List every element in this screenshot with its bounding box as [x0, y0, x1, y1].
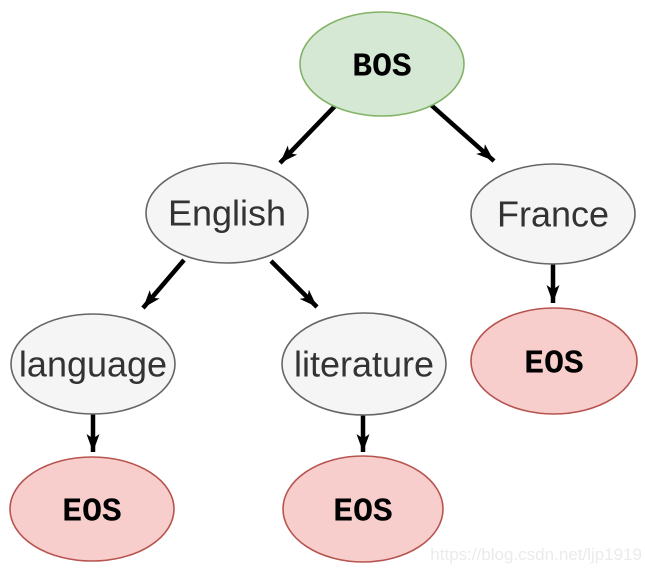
node-france-label: France [497, 194, 609, 235]
node-language-label: language [19, 344, 167, 385]
node-eos-language-shape [9, 456, 175, 562]
node-france-shape [470, 163, 636, 265]
node-english: English [145, 162, 309, 264]
node-eos-literature-label: EOS [333, 494, 392, 531]
node-literature-label: literature [294, 344, 434, 385]
node-bos-shape [299, 11, 465, 117]
node-english-label: English [168, 193, 286, 234]
node-eos-language-label: EOS [62, 494, 121, 531]
edge-english-literature [269, 259, 319, 309]
node-eos-france: EOS [470, 307, 638, 415]
node-eos-france-shape [470, 307, 638, 415]
edge-bos-france [428, 102, 496, 163]
edge-english-language [141, 258, 186, 310]
node-language: language [10, 313, 176, 415]
node-literature-shape [281, 312, 447, 416]
node-eos-literature: EOS [282, 455, 444, 563]
node-france: France [470, 163, 636, 265]
node-english-shape [145, 162, 309, 264]
edge-group [86, 102, 560, 452]
watermark: https://blog.csdn.net/ljp1919 [430, 545, 642, 564]
node-eos-france-label: EOS [524, 346, 583, 383]
node-literature: literature [281, 312, 447, 416]
node-eos-language: EOS [9, 456, 175, 562]
edge-bos-english [278, 103, 338, 165]
node-eos-literature-shape [282, 455, 444, 563]
node-bos-label: BOS [352, 49, 411, 86]
node-language-shape [10, 313, 176, 415]
node-bos: BOS [299, 11, 465, 117]
